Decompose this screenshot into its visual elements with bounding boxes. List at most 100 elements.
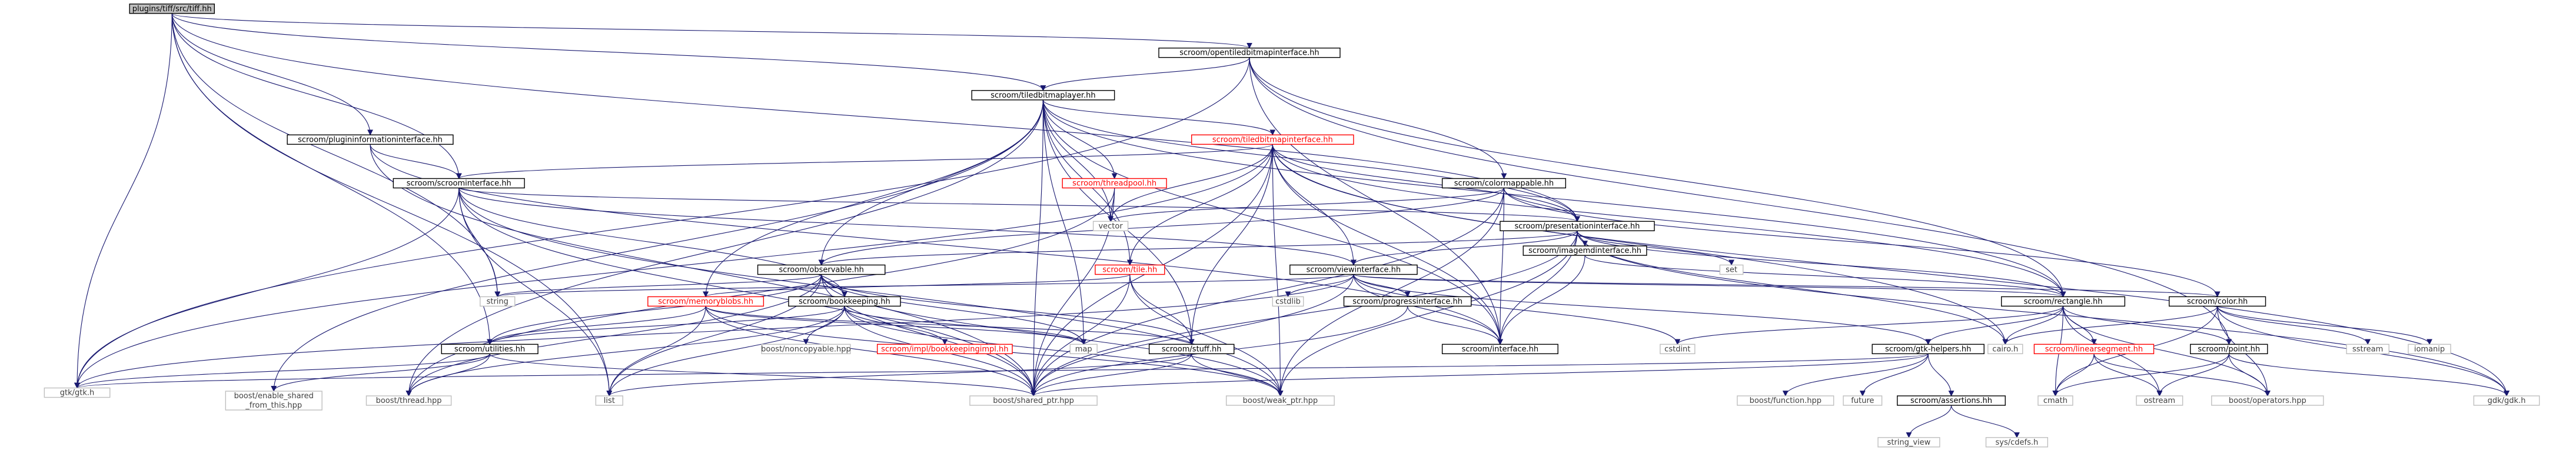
node-scroom-gtk-helpers-hh[interactable]: scroom/gtk-helpers.hh — [1872, 344, 1985, 355]
dependency-edge — [1042, 99, 2066, 298]
node-map[interactable]: map — [1069, 344, 1098, 355]
dependency-edge — [1353, 274, 2220, 298]
dependency-edge — [844, 306, 1284, 396]
dependency-edge — [606, 306, 845, 396]
node-scroom-progressinterface-hh[interactable]: scroom/progressinterface.hh — [1343, 296, 1472, 307]
dependency-edge — [705, 305, 1195, 345]
node-box — [1272, 296, 1304, 307]
node-label: cmath — [2043, 396, 2068, 405]
dependency-edge — [1272, 144, 1503, 345]
node-scroom-tiledbitmapinterface-hh[interactable]: scroom/tiledbitmapinterface.hh — [1191, 134, 1354, 145]
node-gdk-gdk-h[interactable]: gdk/gdk.h — [2473, 395, 2540, 406]
node-scroom-tiledbitmaplayer-hh[interactable]: scroom/tiledbitmaplayer.hh — [971, 90, 1115, 101]
node-box — [1987, 344, 2023, 355]
dependency-edge — [1503, 188, 2221, 298]
dependency-edge — [2228, 354, 2271, 396]
dependency-edge — [1042, 99, 1580, 222]
node-future[interactable]: future — [1843, 395, 1883, 406]
node-scroom-impl-bookkeepingimpl-hh[interactable]: scroom/impl/bookkeepingimpl.hh — [876, 344, 1013, 355]
node-boost-shared-ptr-hpp[interactable]: boost/shared_ptr.hpp — [969, 395, 1098, 406]
node-label: map — [1075, 345, 1092, 354]
node-box — [761, 344, 851, 355]
node-box — [365, 395, 452, 406]
dependency-edge — [75, 353, 1929, 389]
node-scroom-assertions-hh[interactable]: scroom/assertions.hh — [1897, 395, 2006, 406]
node-cstdlib[interactable]: cstdlib — [1272, 296, 1304, 307]
node-scroom-scroominterface-hh[interactable]: scroom/scroominterface.hh — [393, 178, 525, 189]
node-scroom-rectangle-hh[interactable]: scroom/rectangle.hh — [2000, 296, 2126, 307]
node-gtk-gtk-h[interactable]: gtk/gtk.h — [44, 387, 111, 398]
node-ostream[interactable]: ostream — [2136, 395, 2183, 406]
node-label: boost/noncopyable.hpp — [761, 345, 851, 354]
node-string-view[interactable]: string_view — [1877, 437, 1940, 448]
node-scroom-threadpool-hh[interactable]: scroom/threadpool.hh — [1062, 178, 1167, 189]
node-scroom-linearsegment-hh[interactable]: scroom/linearsegment.hh — [2033, 344, 2155, 355]
node-scroom-point-hh[interactable]: scroom/point.hh — [2190, 344, 2268, 355]
node-scroom-interface-hh[interactable]: scroom/interface.hh — [1441, 344, 1558, 355]
node-label: boost/function.hpp — [1750, 396, 1822, 405]
node-label: scroom/color.hh — [2187, 297, 2248, 306]
node-scroom-viewinterface-hh[interactable]: scroom/viewinterface.hh — [1289, 264, 1418, 275]
node-box — [287, 134, 454, 145]
node-label: scroom/tiledbitmapinterface.hh — [1212, 135, 1333, 144]
node-label: scroom/presentationinterface.hh — [1515, 222, 1640, 231]
node-vector[interactable]: vector — [1092, 221, 1129, 232]
node-box — [1289, 264, 1418, 275]
node-plugins-tiff-src-tiff-hh[interactable]: plugins/tiff/src/tiff.hh — [129, 4, 215, 14]
node-scroom-memoryblobs-hh[interactable]: scroom/memoryblobs.hh — [647, 296, 765, 307]
node-scroom-bookkeeping-hh[interactable]: scroom/bookkeeping.hh — [788, 296, 901, 307]
node-scroom-utilities-hh[interactable]: scroom/utilities.hh — [441, 344, 539, 355]
node-scroom-imagemdinterface-hh[interactable]: scroom/imagemdinterface.hh — [1523, 245, 1647, 256]
dependency-edge — [1042, 99, 1118, 179]
node-sstream[interactable]: sstream — [2346, 344, 2389, 355]
dependency-edge — [458, 188, 1284, 396]
dependency-edge — [2217, 306, 2371, 345]
node-box — [2346, 344, 2389, 355]
dependency-edge — [1031, 231, 1578, 396]
dependency-edge — [1249, 57, 2066, 298]
node-cstdint[interactable]: cstdint — [1660, 344, 1696, 355]
node-scroom-stuff-hh[interactable]: scroom/stuff.hh — [1148, 344, 1235, 355]
node-label: scroom/tiledbitmaplayer.hh — [990, 91, 1095, 100]
node-boost-noncopyable-hpp[interactable]: boost/noncopyable.hpp — [761, 344, 851, 355]
dependency-edge — [1129, 274, 1284, 396]
node-box — [1500, 221, 1655, 232]
node-label: scroom/linearsegment.hh — [2045, 345, 2143, 354]
node-box — [2169, 296, 2266, 307]
dependency-edge — [844, 306, 948, 345]
node-list[interactable]: list — [595, 395, 623, 406]
dependency-edge — [1031, 274, 1131, 396]
node-scroom-presentationinterface-hh[interactable]: scroom/presentationinterface.hh — [1500, 221, 1655, 232]
node-scroom-colormappable-hh[interactable]: scroom/colormappable.hh — [1441, 178, 1566, 189]
node-scroom-plugininformationinterface-hh[interactable]: scroom/plugininformationinterface.hh — [287, 134, 454, 145]
node-set[interactable]: set — [1719, 264, 1744, 275]
node-iomanip[interactable]: iomanip — [2408, 344, 2451, 355]
node-cmath[interactable]: cmath — [2037, 395, 2073, 406]
node-box — [2408, 344, 2451, 355]
dependency-edge — [494, 274, 822, 298]
dependency-edge — [1584, 255, 2066, 298]
node-box — [876, 344, 1013, 355]
node-scroom-tile-hh[interactable]: scroom/tile.hh — [1095, 264, 1165, 275]
dependency-edge — [171, 13, 1580, 222]
node-sys-cdefs-h[interactable]: sys/cdefs.h — [1985, 437, 2049, 448]
dependency-edge — [1353, 274, 1503, 345]
dependency-edge — [1042, 99, 1114, 222]
node-boost-operators-hpp[interactable]: boost/operators.hpp — [2211, 395, 2324, 406]
node-scroom-opentiledbitmapinterface-hh[interactable]: scroom/opentiledbitmapinterface.hh — [1158, 47, 1341, 58]
node-cairo-h[interactable]: cairo.h — [1987, 344, 2023, 355]
node-label: sstream — [2352, 345, 2383, 354]
dependency-edge — [2052, 354, 2095, 396]
node-scroom-color-hh[interactable]: scroom/color.hh — [2169, 296, 2266, 307]
node-boost-thread-hpp[interactable]: boost/thread.hpp — [365, 395, 452, 406]
node-box — [1523, 245, 1647, 256]
node-boost-weak-ptr-hpp[interactable]: boost/weak_ptr.hpp — [1225, 395, 1335, 406]
node-scroom-observable-hh[interactable]: scroom/observable.hh — [757, 264, 886, 275]
dependency-edge — [1927, 354, 1955, 396]
node-string[interactable]: string — [480, 296, 516, 307]
dependency-edge — [1497, 188, 1504, 345]
node-boost-function-hpp[interactable]: boost/function.hpp — [1737, 395, 1834, 406]
node-box — [1985, 437, 2049, 448]
node-boost-enable-shared[interactable]: boost/enable_shared_from_this.hpp — [225, 391, 323, 411]
dependency-edge — [1108, 144, 1273, 222]
